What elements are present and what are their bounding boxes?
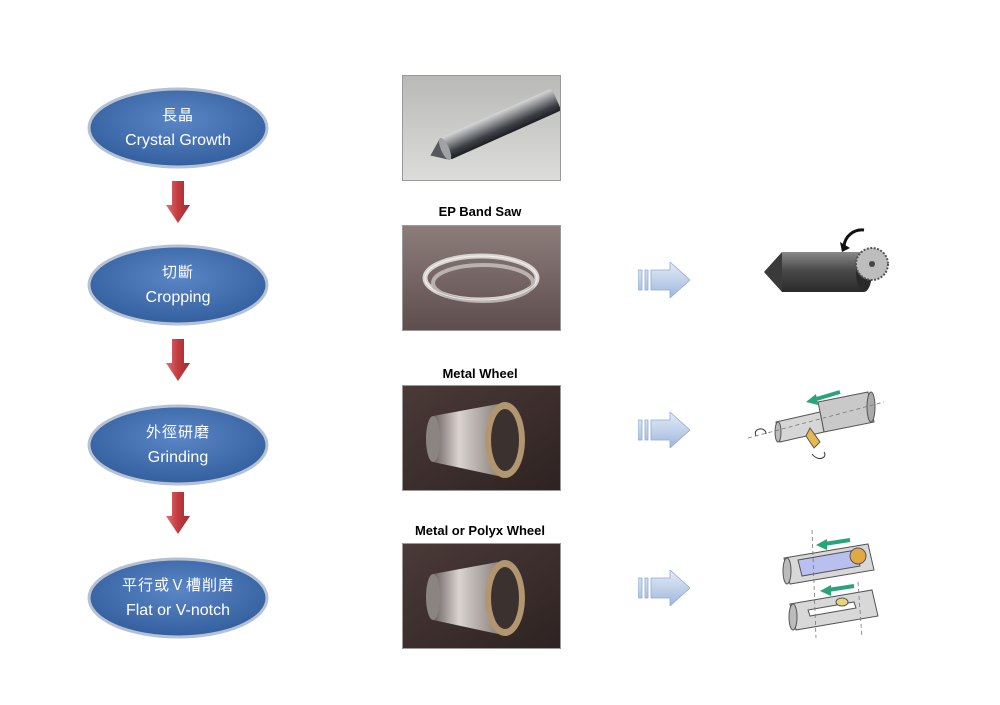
step-crystal-growth: 長晶 Crystal Growth — [86, 86, 270, 170]
right-arrow-icon — [638, 412, 690, 448]
step-label-cn: 平行或Ｖ槽削磨 — [121, 576, 234, 594]
step-label-en: Flat or V-notch — [125, 602, 231, 619]
step-flat-or-vnotch: 平行或Ｖ槽削磨 Flat or V-notch — [86, 556, 270, 640]
right-arrow-icon — [638, 262, 690, 298]
step-label-cn: 長晶 — [161, 106, 194, 124]
down-arrow-icon — [166, 339, 190, 381]
step-ellipse — [87, 557, 269, 639]
step-label-cn: 切斷 — [161, 263, 194, 281]
right-arrow-icon — [638, 570, 690, 606]
down-arrow-icon — [166, 181, 190, 223]
tool-caption: Metal Wheel — [442, 366, 518, 381]
step-ellipse — [87, 87, 269, 169]
metal-wheel-photo — [402, 385, 561, 491]
tool-caption: Metal or Polyx Wheel — [414, 523, 546, 538]
polyx-wheel-photo — [402, 543, 561, 649]
tool-caption: EP Band Saw — [438, 204, 522, 219]
step-label-en: Grinding — [147, 449, 209, 466]
crystal-ingot-photo — [402, 75, 561, 181]
step-label-en: Cropping — [145, 289, 211, 306]
down-arrow-icon — [166, 492, 190, 534]
flat-vnotch-illustration — [782, 530, 879, 639]
grinding-illustration — [748, 390, 885, 459]
step-label-en: Crystal Growth — [125, 132, 231, 149]
step-grinding: 外徑研磨 Grinding — [86, 403, 270, 487]
step-ellipse — [87, 244, 269, 326]
step-ellipse — [87, 404, 269, 486]
cropping-illustration — [764, 228, 889, 292]
band-saw-photo — [402, 225, 561, 331]
step-cropping: 切斷 Cropping — [86, 243, 270, 327]
step-label-cn: 外徑研磨 — [145, 423, 210, 441]
